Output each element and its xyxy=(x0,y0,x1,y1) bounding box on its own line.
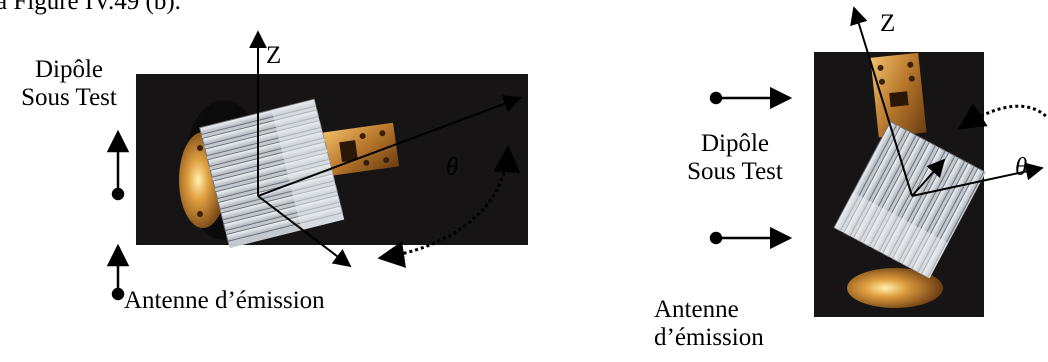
right-waveguide-flange xyxy=(870,52,927,138)
right-heatsink xyxy=(833,120,986,279)
right-theta-arc xyxy=(957,103,1048,130)
left-y-axis xyxy=(257,195,352,268)
left-z-label: Z xyxy=(266,42,282,69)
left-heatsink xyxy=(199,98,345,249)
right-x-axis xyxy=(911,162,1044,197)
right-z-axis xyxy=(850,6,913,197)
right-dut-label: Dipôle Sous Test xyxy=(687,130,783,185)
right-theta-label: θ xyxy=(1015,154,1028,181)
right-y-axis xyxy=(911,158,946,197)
right-flange xyxy=(847,268,943,308)
right-z-label: Z xyxy=(880,10,896,37)
right-tx-label: Antenne d’émission xyxy=(654,296,764,351)
right-photo xyxy=(814,52,986,317)
left-polarization-markers xyxy=(106,129,130,301)
left-theta-arc xyxy=(377,145,521,268)
left-dut-label: Dipôle Sous Test xyxy=(21,56,117,111)
left-tx-label: Antenne d’émission xyxy=(124,287,325,314)
left-theta-label: θ xyxy=(446,154,459,181)
left-axes xyxy=(249,30,522,268)
caption-fragment: à Figure IV.49 (b). xyxy=(0,0,181,15)
right-axes xyxy=(850,6,1048,197)
right-polarization-markers xyxy=(709,86,793,250)
